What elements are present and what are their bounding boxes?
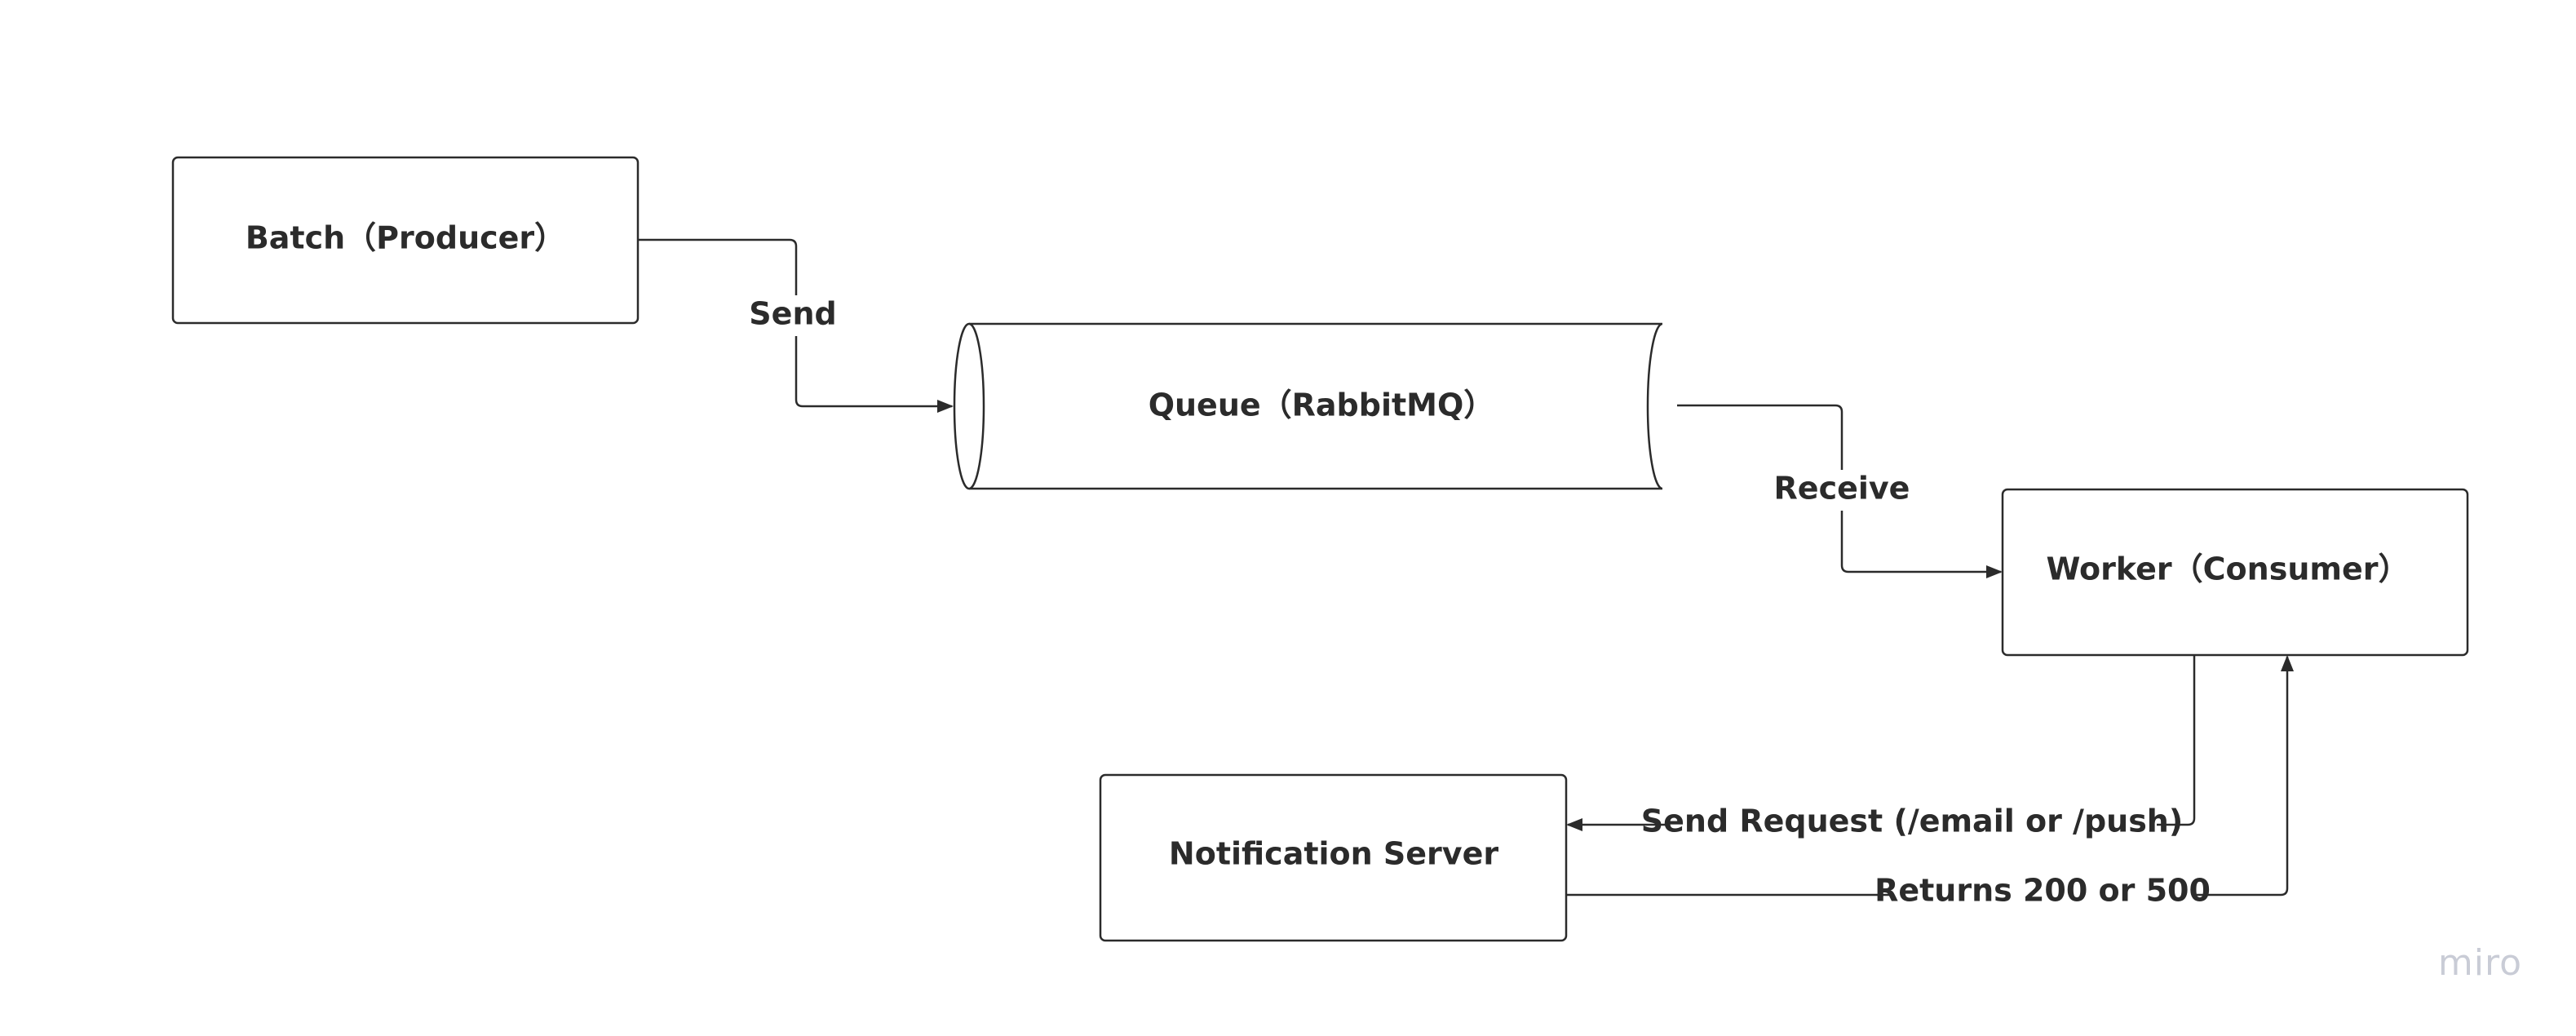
notification-server-label: Notification Server bbox=[1169, 836, 1498, 872]
returns-label: Returns 200 or 500 bbox=[1874, 873, 2211, 909]
batch-producer-node[interactable]: Batch（Producer） bbox=[171, 156, 640, 325]
send-connector[interactable]: Send bbox=[638, 238, 954, 413]
queue-rabbitmq-label: Queue（RabbitMQ） bbox=[1149, 387, 1495, 423]
worker-consumer-label: Worker（Consumer） bbox=[2047, 551, 2410, 587]
queue-rabbitmq-node[interactable]: Queue（RabbitMQ） bbox=[953, 322, 1663, 490]
miro-watermark: miro bbox=[2438, 942, 2522, 984]
returns-connector[interactable]: Returns 200 or 500 bbox=[1566, 655, 2294, 917]
send-request-connector[interactable]: Send Request (/email or /push) bbox=[1566, 655, 2196, 847]
receive-connector[interactable]: Receive bbox=[1677, 404, 2003, 578]
send-label: Send bbox=[749, 296, 836, 332]
batch-producer-label: Batch（Producer） bbox=[246, 220, 565, 256]
send-request-label: Send Request (/email or /push) bbox=[1641, 804, 2183, 839]
worker-consumer-node[interactable]: Worker（Consumer） bbox=[2001, 488, 2469, 657]
receive-label: Receive bbox=[1774, 471, 1910, 507]
notification-server-node[interactable]: Notification Server bbox=[1099, 773, 1568, 942]
